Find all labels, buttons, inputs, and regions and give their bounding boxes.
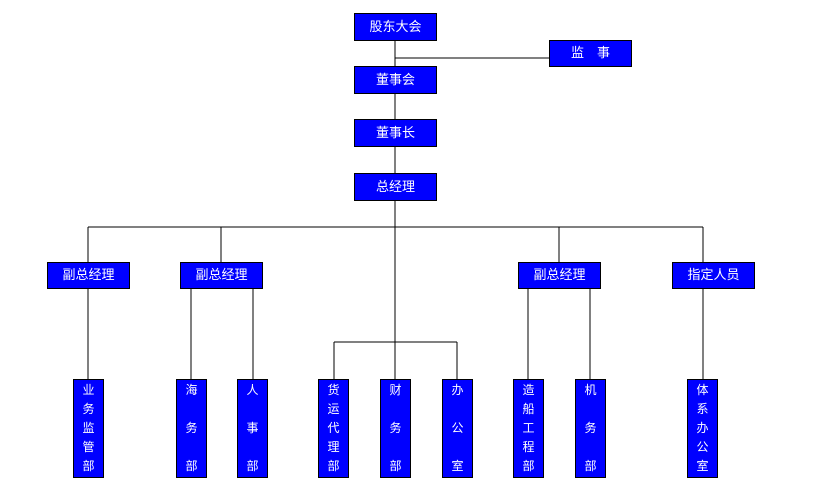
dept-freight-forwarding-label: 货 运 代 理 部 xyxy=(327,383,340,473)
dept-office-box: 办 公 室 xyxy=(442,379,473,478)
vice-gm-box-2: 副总经理 xyxy=(180,262,263,289)
general-manager-box: 总经理 xyxy=(354,173,437,201)
dept-personnel-box: 人 事 部 xyxy=(237,379,268,478)
vice-gm-label-1: 副总经理 xyxy=(62,268,115,283)
general-manager-label: 总经理 xyxy=(375,179,415,195)
dept-system-office-label: 体 系 办 公 室 xyxy=(696,383,709,473)
dept-business-supervision-box: 业 务 监 管 部 xyxy=(73,379,104,478)
dept-engineering-label: 机 务 部 xyxy=(584,383,597,473)
designated-personnel-box: 指定人员 xyxy=(672,262,755,289)
vice-gm-box-3: 副总经理 xyxy=(518,262,601,289)
supervisor-label: 监 事 xyxy=(570,46,610,61)
board-label: 董事会 xyxy=(375,72,415,88)
dept-freight-forwarding-box: 货 运 代 理 部 xyxy=(318,379,349,478)
supervisor-box: 监 事 xyxy=(549,40,632,67)
dept-system-office-box: 体 系 办 公 室 xyxy=(687,379,718,478)
designated-personnel-label: 指定人员 xyxy=(687,268,740,283)
dept-shipbuilding-label: 造 船 工 程 部 xyxy=(522,383,535,473)
dept-finance-label: 财 务 部 xyxy=(389,383,402,473)
dept-maritime-label: 海 务 部 xyxy=(185,383,198,473)
dept-shipbuilding-box: 造 船 工 程 部 xyxy=(513,379,544,478)
chairman-box: 董事长 xyxy=(354,119,437,147)
dept-personnel-label: 人 事 部 xyxy=(246,383,259,473)
vice-gm-label-3: 副总经理 xyxy=(533,268,586,283)
vice-gm-box-1: 副总经理 xyxy=(47,262,130,289)
dept-maritime-box: 海 务 部 xyxy=(176,379,207,478)
dept-business-supervision-label: 业 务 监 管 部 xyxy=(82,383,95,473)
dept-engineering-box: 机 务 部 xyxy=(575,379,606,478)
vice-gm-label-2: 副总经理 xyxy=(195,268,248,283)
shareholders-meeting-label: 股东大会 xyxy=(369,19,422,35)
board-box: 董事会 xyxy=(354,66,437,94)
chairman-label: 董事长 xyxy=(375,125,415,141)
dept-office-label: 办 公 室 xyxy=(451,383,464,473)
dept-finance-box: 财 务 部 xyxy=(380,379,411,478)
shareholders-meeting-box: 股东大会 xyxy=(354,13,437,41)
